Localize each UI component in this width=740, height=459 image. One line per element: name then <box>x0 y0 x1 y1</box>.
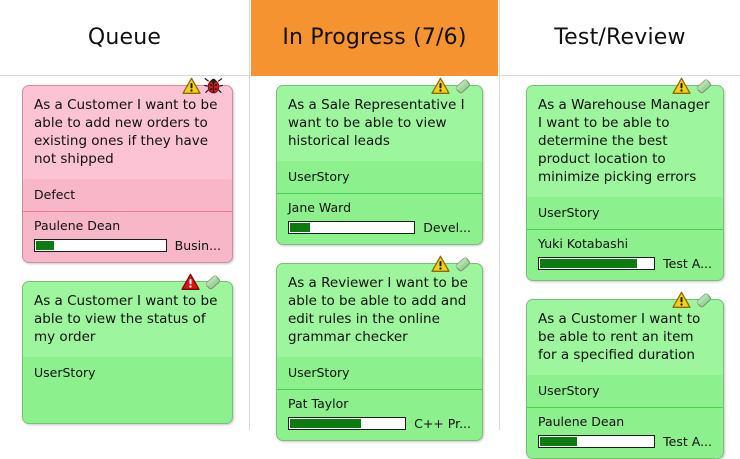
warning-triangle-yellow-icon[interactable] <box>431 77 450 99</box>
board-lanes-row: As a Customer I want to be able to add n… <box>0 76 740 459</box>
warning-triangle-yellow-icon[interactable] <box>672 291 691 313</box>
column-title-in-progress: In Progress (7/6) <box>282 25 467 50</box>
card-progress-fill <box>290 419 361 428</box>
card-progress-label: Test A... <box>663 256 712 271</box>
column-header-test-review-bg: Test/Review <box>500 0 740 75</box>
card-badges <box>181 273 223 296</box>
card-assignee: Pat Taylor <box>288 396 349 411</box>
card-progress-row: C++ Pr... <box>288 416 471 431</box>
card-empty-footer <box>23 389 232 423</box>
card-progress-label: Busin... <box>174 238 221 253</box>
warning-triangle-yellow-icon[interactable] <box>431 255 450 277</box>
card[interactable]: As a Customer I want to be able to add n… <box>22 77 233 263</box>
card-progress-bar <box>538 435 656 448</box>
card-inner: As a Warehouse Manager I want to be able… <box>527 86 723 280</box>
card-progress-bar <box>288 417 407 430</box>
card-inner: As a Customer I want to be able to view … <box>23 282 232 423</box>
tag-diamond-icon[interactable] <box>694 291 714 314</box>
card-divider <box>277 389 482 390</box>
card-assignee: Jane Ward <box>288 200 352 215</box>
card-progress-label: Devel... <box>423 220 471 235</box>
card-progress-row: Test A... <box>538 434 712 449</box>
tag-diamond-icon[interactable] <box>453 77 473 100</box>
bug-icon[interactable] <box>204 77 223 99</box>
column-title-test-review: Test/Review <box>554 25 686 50</box>
card-progress-row: Test A... <box>538 256 712 271</box>
lane-test-review[interactable]: As a Warehouse Manager I want to be able… <box>500 76 740 459</box>
card-progress-bar <box>34 239 167 252</box>
card-inner: As a Customer I want to be able to add n… <box>23 86 232 262</box>
card[interactable]: As a Customer I want to be able to rent … <box>526 291 724 459</box>
card-progress-label: C++ Pr... <box>414 416 471 431</box>
card-badges <box>672 77 714 100</box>
card-assignee: Paulene Dean <box>34 218 121 233</box>
card-inner: As a Sale Representative I want to be ab… <box>277 86 482 244</box>
lane-in-progress[interactable]: As a Sale Representative I want to be ab… <box>250 76 500 441</box>
card-progress-fill <box>36 241 54 250</box>
card-badges <box>182 77 223 99</box>
warning-triangle-yellow-icon[interactable] <box>672 77 691 99</box>
card-divider <box>527 407 723 408</box>
card-type: UserStory <box>23 357 232 389</box>
card-title: As a Customer I want to be able to rent … <box>527 300 723 375</box>
card-title: As a Customer I want to be able to view … <box>23 282 232 357</box>
card-badges <box>431 255 473 278</box>
column-header-queue-bg: Queue <box>0 0 249 75</box>
card-assignee: Paulene Dean <box>538 414 625 429</box>
card-progress-row: Busin... <box>34 238 221 253</box>
card-progress-fill <box>540 259 638 268</box>
card-progress-bar <box>538 257 656 270</box>
tag-diamond-icon[interactable] <box>694 77 714 100</box>
card[interactable]: As a Reviewer I want to be able to be ab… <box>276 255 483 441</box>
card-progress-row: Devel... <box>288 220 471 235</box>
lane-queue[interactable]: As a Customer I want to be able to add n… <box>0 76 250 430</box>
card[interactable]: As a Sale Representative I want to be ab… <box>276 77 483 245</box>
column-title-queue: Queue <box>87 25 162 50</box>
card-type: UserStory <box>527 375 723 407</box>
card-badges <box>672 291 714 314</box>
tag-diamond-icon[interactable] <box>203 273 223 296</box>
column-header-in-progress[interactable]: In Progress (7/6) <box>250 0 500 76</box>
card-type: UserStory <box>527 197 723 229</box>
card-type: UserStory <box>277 357 482 389</box>
card-progress-fill <box>540 437 578 446</box>
card-type: UserStory <box>277 161 482 193</box>
card-type: Defect <box>23 179 232 211</box>
card-inner: As a Customer I want to be able to rent … <box>527 300 723 458</box>
warning-triangle-red-icon[interactable] <box>181 273 200 295</box>
card[interactable]: As a Warehouse Manager I want to be able… <box>526 77 724 281</box>
card-title: As a Customer I want to be able to add n… <box>23 86 232 179</box>
tag-diamond-icon[interactable] <box>453 255 473 278</box>
card-title: As a Warehouse Manager I want to be able… <box>527 86 723 197</box>
card-progress-fill <box>290 223 310 232</box>
column-header-in-progress-bg: In Progress (7/6) <box>251 0 498 76</box>
board-header-row: Queue In Progress (7/6) Test/Review <box>0 0 740 76</box>
column-header-queue[interactable]: Queue <box>0 0 250 75</box>
card-title: As a Sale Representative I want to be ab… <box>277 86 482 161</box>
card-badges <box>431 77 473 100</box>
card-progress-label: Test A... <box>663 434 712 449</box>
card-divider <box>277 193 482 194</box>
warning-triangle-yellow-icon[interactable] <box>182 77 201 99</box>
card-divider <box>23 211 232 212</box>
card-divider <box>527 229 723 230</box>
card-inner: As a Reviewer I want to be able to be ab… <box>277 264 482 440</box>
card[interactable]: As a Customer I want to be able to view … <box>22 273 233 424</box>
card-title: As a Reviewer I want to be able to be ab… <box>277 264 482 357</box>
card-progress-bar <box>288 221 416 234</box>
card-assignee: Yuki Kotabashi <box>538 236 629 251</box>
column-header-test-review[interactable]: Test/Review <box>500 0 740 75</box>
